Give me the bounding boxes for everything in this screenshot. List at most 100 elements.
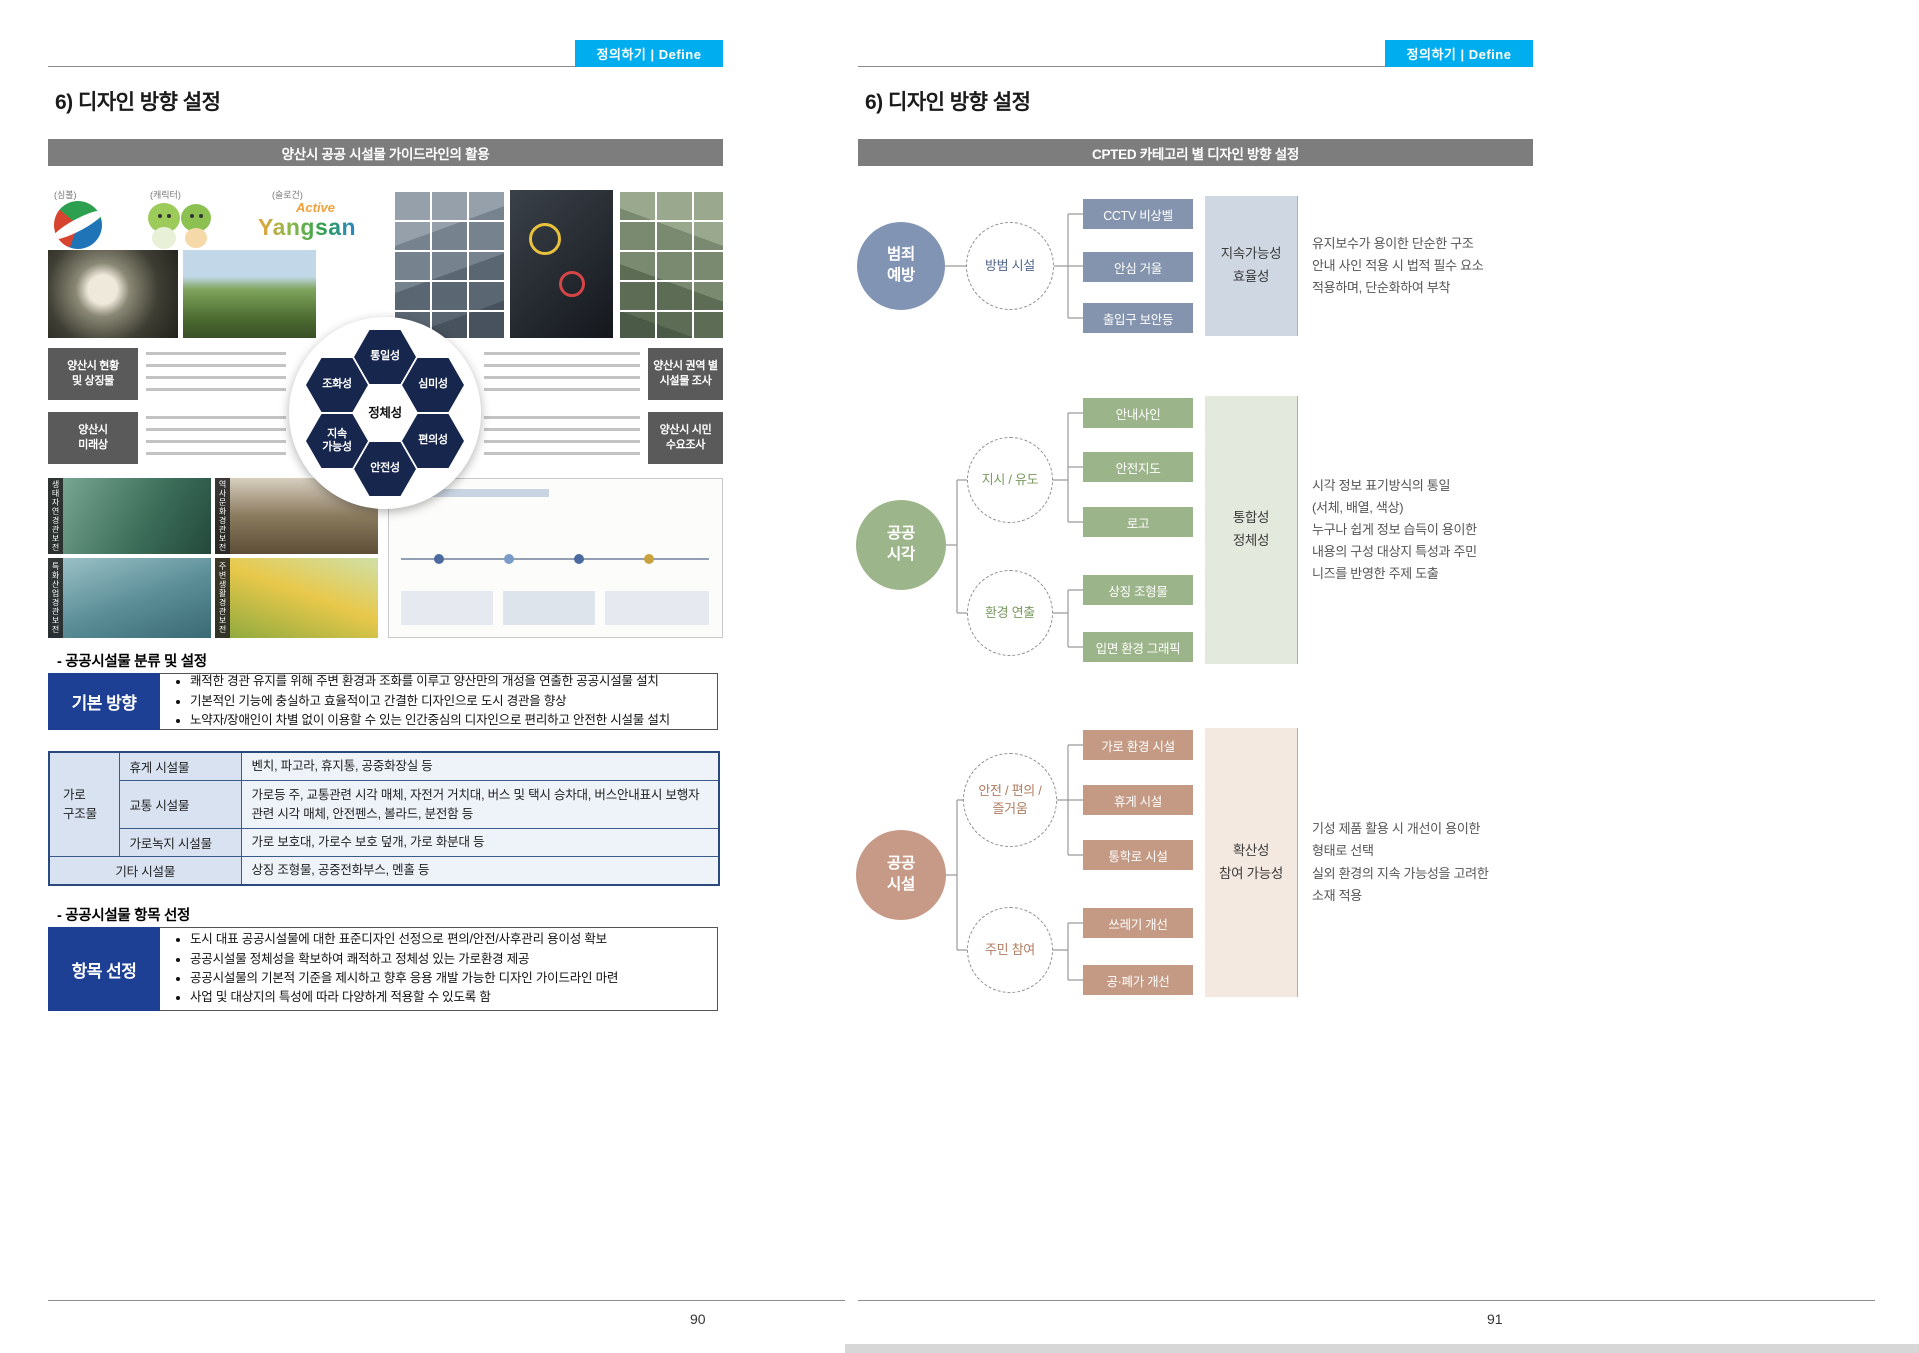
cluster-circle-guidance: 지시 / 유도 bbox=[967, 437, 1053, 523]
hexagon-sustainability: 지속 가능성 bbox=[306, 414, 368, 468]
header-rule-right bbox=[858, 66, 1533, 67]
living-landscape-photo: 주변생활경관보전 bbox=[215, 558, 378, 638]
slogan-logo-active: Active bbox=[296, 200, 336, 215]
hexagon-harmony: 조화성 bbox=[306, 358, 368, 412]
basic-direction-label: 기본 방향 bbox=[48, 673, 160, 730]
hexagon-unity: 통일성 bbox=[354, 330, 416, 384]
bullet-item: 사업 및 대상지의 특성에 따라 다양하게 적용할 수 있도록 함 bbox=[190, 988, 618, 1007]
bullet-item: 공공시설물 정체성을 확보하여 쾌적하고 정체성 있는 가로환경 제공 bbox=[190, 950, 618, 969]
slogan-logo-yangsan: Yangsan bbox=[258, 214, 357, 240]
industry-landscape-photo: 특화산업경관보전 bbox=[48, 558, 211, 638]
label-citizen-survey: 양산시 시민 수요조사 bbox=[648, 412, 723, 464]
item-box-entrance-light: 출입구 보안등 bbox=[1083, 303, 1193, 333]
item-selection-body: 도시 대표 공공시설물에 대한 표준디자인 선정으로 편의/안전/사후관리 용이… bbox=[160, 927, 718, 1011]
header-rule-left bbox=[48, 66, 723, 67]
page-number-left: 90 bbox=[690, 1311, 706, 1327]
hexagon-convenience: 편의성 bbox=[402, 414, 464, 468]
description-text: 기성 제품 활용 시 개선이 용이한 형태로 선택 실외 환경의 지속 가능성을… bbox=[1312, 821, 1489, 903]
item-box-street-environment: 가로 환경 시설 bbox=[1083, 730, 1193, 760]
description-public-visual: 시각 정보 표기방식의 통일 (서체, 배열, 색상) 누구나 쉽게 정보 습득… bbox=[1297, 396, 1557, 664]
text-placeholder-lines bbox=[484, 416, 640, 462]
bullet-item: 공공시설물의 기본적 기준을 제시하고 향후 응용 개발 가능한 디자인 가이드… bbox=[190, 969, 618, 988]
table-cell-items: 가로등 주, 교통관련 시각 매체, 자전거 거치대, 버스 및 택시 승차대,… bbox=[240, 780, 720, 829]
photo-caption-living: 주변생활경관보전 bbox=[215, 558, 230, 638]
city-map-image bbox=[510, 190, 613, 338]
label-district-survey: 양산시 권역 별 시설물 조사 bbox=[648, 348, 723, 400]
photo-collage-grid bbox=[393, 190, 505, 338]
table-row: 교통 시설물 가로등 주, 교통관련 시각 매체, 자전거 거치대, 버스 및 … bbox=[49, 780, 720, 829]
label-status-symbols: 양산시 현황 및 상징물 bbox=[48, 348, 138, 400]
table-row: 가로 구조물 휴게 시설물 벤치, 파고라, 휴지통, 공중화장실 등 bbox=[48, 751, 720, 857]
page-title-left: 6) 디자인 방향 설정 bbox=[55, 91, 221, 114]
cluster-circle-resident-participation: 주민 참여 bbox=[967, 907, 1053, 993]
footer-rule-right bbox=[858, 1300, 1875, 1301]
section-header-right: CPTED 카테고리 별 디자인 방향 설정 bbox=[858, 139, 1533, 166]
guideline-collage: (심볼) (캐릭터) (슬로건) Active Yangsan 양산시 현황 및… bbox=[48, 188, 723, 640]
photo-caption-industry: 특화산업경관보전 bbox=[48, 558, 63, 638]
table-cell-category: 가로 구조물 bbox=[48, 751, 120, 857]
description-text: 유지보수가 용이한 단순한 구조 안내 사인 적용 시 법적 필수 요소 적용하… bbox=[1312, 235, 1484, 296]
selection-heading: - 공공시설물 항목 선정 bbox=[57, 908, 191, 924]
table-cell-type: 휴게 시설물 bbox=[118, 751, 242, 781]
table-cell-type: 가로녹지 시설물 bbox=[118, 828, 242, 857]
item-box-rest-facility: 휴게 시설 bbox=[1083, 785, 1193, 815]
table-cell-items: 가로 보호대, 가로수 보호 덮개, 가로 화분대 등 bbox=[240, 828, 720, 857]
table-cell-items: 상징 조형물, 공중전화부스, 멘홀 등 bbox=[240, 856, 720, 886]
item-selection-bullets: 도시 대표 공공시설물에 대한 표준디자인 선정으로 편의/안전/사후관리 용이… bbox=[174, 930, 618, 1008]
basic-direction-row: 기본 방향 쾌적한 경관 유지를 위해 주변 환경과 조화를 이루고 양산만의 … bbox=[48, 673, 718, 730]
page-number-right: 91 bbox=[1487, 1311, 1503, 1327]
basic-direction-body: 쾌적한 경관 유지를 위해 주변 환경과 조화를 이루고 양산만의 개성을 연출… bbox=[160, 673, 718, 730]
table-cell-items: 벤치, 파고라, 휴지통, 공중화장실 등 bbox=[240, 751, 720, 781]
caption-character: (캐릭터) bbox=[150, 190, 181, 200]
item-box-cctv-bell: CCTV 비상벨 bbox=[1083, 199, 1193, 229]
item-box-symbol-sculpture: 상징 조형물 bbox=[1083, 575, 1193, 605]
section-header-left: 양산시 공공 시설물 가이드라인의 활용 bbox=[48, 139, 723, 166]
table-cell-other-type: 기타 시설물 bbox=[48, 856, 242, 886]
bullet-item: 쾌적한 경관 유지를 위해 주변 환경과 조화를 이루고 양산만의 개성을 연출… bbox=[190, 672, 670, 691]
table-row: 가로녹지 시설물 가로 보호대, 가로수 보호 덮개, 가로 화분대 등 bbox=[49, 828, 720, 857]
description-text: 시각 정보 표기방식의 통일 (서체, 배열, 색상) 누구나 쉽게 정보 습득… bbox=[1312, 477, 1477, 582]
eco-landscape-photo: 생태자연경관보전 bbox=[48, 478, 211, 554]
bullet-item: 기본적인 기능에 충실하고 효율적이고 간결한 디자인으로 도시 경관을 향상 bbox=[190, 692, 670, 711]
item-box-logo: 로고 bbox=[1083, 507, 1193, 537]
caption-symbol: (심볼) bbox=[54, 190, 77, 200]
item-box-trash-improvement: 쓰레기 개선 bbox=[1083, 908, 1193, 938]
item-selection-label: 항목 선정 bbox=[48, 927, 160, 1011]
description-public-facility: 기성 제품 활용 시 개선이 용이한 형태로 선택 실외 환경의 지속 가능성을… bbox=[1297, 728, 1557, 997]
basic-direction-bullets: 쾌적한 경관 유지를 위해 주변 환경과 조화를 이루고 양산만의 개성을 연출… bbox=[174, 672, 670, 730]
summary-box-integration: 통합성 정체성 bbox=[1205, 396, 1297, 664]
page-edge-shadow bbox=[845, 1344, 1919, 1353]
bullet-item: 노약자/장애인이 차별 없이 이용할 수 있는 인간중심의 디자인으로 편리하고… bbox=[190, 711, 670, 730]
caption-slogan: (슬로건) bbox=[272, 190, 303, 200]
cluster-circle-security-facility: 방범 시설 bbox=[966, 222, 1054, 310]
hexagon-aesthetics: 심미성 bbox=[402, 358, 464, 412]
category-circle-crime-prevention: 범죄 예방 bbox=[857, 222, 945, 310]
table-row: 기타 시설물 상징 조형물, 공중전화부스, 멘홀 등 bbox=[48, 856, 720, 886]
bullet-item: 도시 대표 공공시설물에 대한 표준디자인 선정으로 편의/안전/사후관리 용이… bbox=[190, 930, 618, 949]
summary-box-sustainability: 지속가능성 효율성 bbox=[1205, 196, 1297, 336]
photo-caption-eco: 생태자연경관보전 bbox=[48, 478, 63, 554]
item-box-facade-graphic: 입면 환경 그래픽 bbox=[1083, 632, 1193, 662]
cluster-circle-environment: 환경 연출 bbox=[967, 570, 1053, 656]
description-crime-prevention: 유지보수가 용이한 단순한 구조 안내 사인 적용 시 법적 필수 요소 적용하… bbox=[1297, 196, 1557, 336]
item-box-safety-mirror: 안심 거울 bbox=[1083, 252, 1193, 282]
photo-collage-grid bbox=[618, 190, 723, 338]
summary-box-expansion: 확산성 참여 가능성 bbox=[1205, 728, 1297, 997]
label-future-vision: 양산시 미래상 bbox=[48, 412, 138, 464]
item-box-info-sign: 안내사인 bbox=[1083, 398, 1193, 428]
item-box-vacant-house: 공·폐가 개선 bbox=[1083, 965, 1193, 995]
classification-heading: - 공공시설물 분류 및 설정 bbox=[57, 654, 207, 670]
photo-caption-history: 역사문화경관보전 bbox=[215, 478, 230, 554]
text-placeholder-lines bbox=[146, 416, 286, 462]
define-tab-right: 정의하기 | Define bbox=[1385, 40, 1533, 67]
page-title-right: 6) 디자인 방향 설정 bbox=[865, 91, 1031, 114]
category-circle-public-facility: 공공 시설 bbox=[856, 830, 946, 920]
survey-infographic bbox=[388, 478, 723, 638]
item-box-safety-map: 안전지도 bbox=[1083, 452, 1193, 482]
infographic-sketch bbox=[399, 489, 709, 625]
yangsan-symbol-logo-icon bbox=[54, 201, 102, 249]
define-tab-left: 정의하기 | Define bbox=[575, 40, 723, 67]
item-selection-row: 항목 선정 도시 대표 공공시설물에 대한 표준디자인 선정으로 편의/안전/사… bbox=[48, 927, 718, 1011]
text-placeholder-lines bbox=[146, 352, 286, 398]
hexagon-safety: 안전성 bbox=[354, 442, 416, 496]
